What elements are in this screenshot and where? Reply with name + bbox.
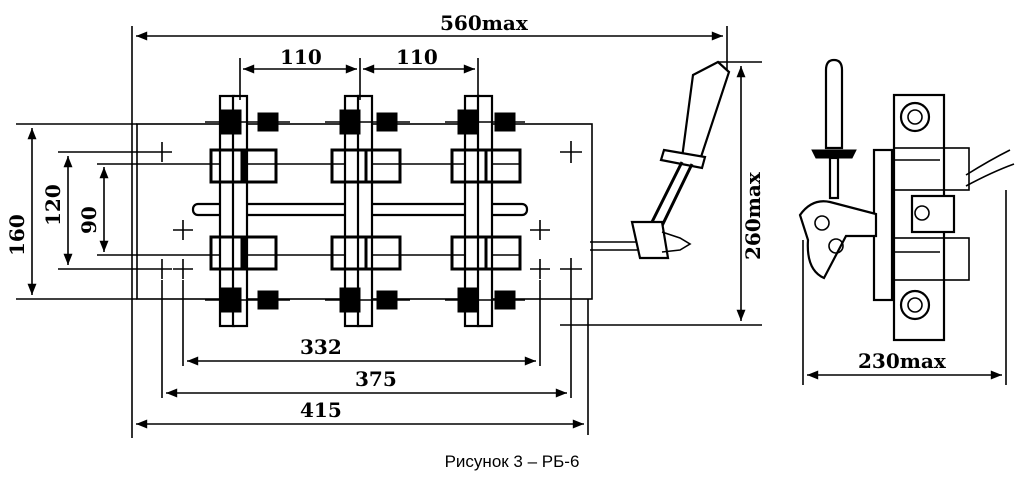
dim-415: 415 bbox=[300, 398, 342, 422]
front-dimensions: 560max 110 110 160 120 90 260max 332 375… bbox=[5, 11, 765, 438]
operating-handle bbox=[630, 60, 731, 260]
centre-lines bbox=[97, 163, 520, 256]
switch-pole-2 bbox=[325, 94, 410, 328]
side-handle bbox=[811, 58, 857, 200]
operating-shaft bbox=[191, 202, 640, 251]
side-dimensions: 230max bbox=[802, 190, 1007, 385]
switch-pole-1 bbox=[205, 94, 290, 328]
front-view bbox=[97, 60, 731, 328]
side-blade-body bbox=[892, 93, 970, 342]
side-linkage bbox=[798, 200, 878, 280]
switch-pole-3 bbox=[445, 94, 525, 328]
dim-160: 160 bbox=[5, 214, 29, 256]
dim-375: 375 bbox=[355, 367, 397, 391]
figure-caption: Рисунок 3 – РБ-6 bbox=[445, 452, 580, 471]
side-view bbox=[798, 58, 1015, 342]
dim-560max: 560max bbox=[440, 11, 529, 35]
dim-90: 90 bbox=[77, 206, 101, 234]
dim-260max: 260max bbox=[741, 171, 765, 260]
mounting-hole-marks bbox=[152, 141, 582, 280]
side-conductor bbox=[965, 149, 1015, 187]
dim-332: 332 bbox=[300, 335, 342, 359]
dim-230max: 230max bbox=[858, 349, 947, 373]
dim-110-right: 110 bbox=[396, 45, 438, 69]
dim-110-left: 110 bbox=[280, 45, 322, 69]
dim-120: 120 bbox=[41, 184, 65, 226]
